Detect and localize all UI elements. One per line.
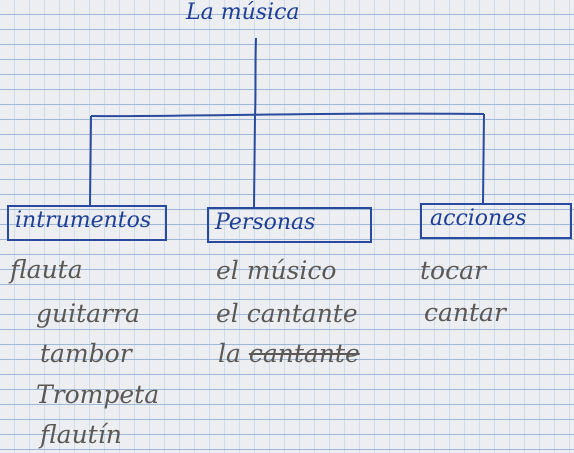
list-item: cantar bbox=[424, 298, 506, 327]
diagram-title: La música bbox=[186, 0, 300, 25]
struck-out-word: cantante bbox=[248, 339, 360, 368]
category-box-people: Personas bbox=[207, 207, 372, 243]
category-label: acciones bbox=[430, 206, 527, 231]
branch-horizontal-line bbox=[90, 112, 485, 118]
list-item: el cantante bbox=[216, 299, 358, 328]
list-item: tambor bbox=[40, 339, 132, 368]
trunk-line bbox=[254, 37, 257, 117]
category-box-instruments: intrumentos bbox=[7, 205, 167, 241]
list-item: guitarra bbox=[36, 299, 140, 328]
branch-center-line bbox=[253, 115, 256, 208]
list-item: el músico bbox=[216, 256, 337, 285]
list-item: tocar bbox=[420, 256, 486, 285]
list-item: la cantante bbox=[218, 339, 360, 368]
branch-left-line bbox=[89, 115, 92, 206]
list-item: Trompeta bbox=[36, 380, 160, 409]
category-label: Personas bbox=[215, 210, 316, 235]
category-box-actions: acciones bbox=[420, 203, 572, 239]
category-label: intrumentos bbox=[15, 208, 152, 233]
list-item: flauta bbox=[10, 255, 83, 284]
list-item-prefix: la bbox=[218, 339, 241, 368]
branch-right-line bbox=[482, 113, 485, 204]
list-item: flautín bbox=[40, 420, 122, 449]
